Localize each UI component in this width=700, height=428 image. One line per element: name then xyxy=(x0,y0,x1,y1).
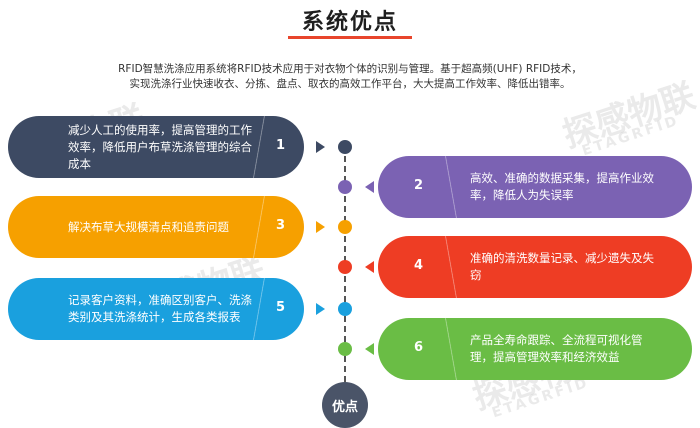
advantages-hub: 优点 xyxy=(322,382,368,428)
timeline-dot xyxy=(338,342,352,356)
timeline-dot xyxy=(338,140,352,154)
arrow-icon xyxy=(316,221,325,233)
advantage-number: 6 xyxy=(414,340,424,355)
advantage-number: 2 xyxy=(414,178,424,193)
timeline-dot xyxy=(338,220,352,234)
intro-line-2: 实现洗涤行业快速收衣、分拣、盘点、取衣的高效工作平台，大大提高工作效率、降低出错… xyxy=(129,78,571,90)
timeline-dot xyxy=(338,180,352,194)
advantage-card-2: 高效、准确的数据采集，提高作业效率，降低人为失误率 2 xyxy=(378,156,692,218)
intro-text: RFID智慧洗涤应用系统将RFID技术应用于对衣物个体的识别与管理。基于超高频(… xyxy=(60,62,640,92)
arrow-icon xyxy=(365,181,374,193)
page-title: 系统优点 xyxy=(301,10,398,35)
timeline-dot xyxy=(338,260,352,274)
title-underline xyxy=(288,36,412,39)
advantage-card-1: 减少人工的使用率，提高管理的工作效率，降低用户布草洗涤管理的综合成本 1 xyxy=(8,116,304,178)
card-divider xyxy=(248,116,272,178)
card-divider xyxy=(440,236,464,298)
watermark-text: ETAGRFID xyxy=(580,112,682,160)
advantage-number: 3 xyxy=(276,218,286,233)
intro-line-1: RFID智慧洗涤应用系统将RFID技术应用于对衣物个体的识别与管理。基于超高频(… xyxy=(118,63,582,75)
advantage-text: 准确的清洗数量记录、减少遗失及失窃 xyxy=(470,251,654,282)
advantage-text: 减少人工的使用率，提高管理的工作效率，降低用户布草洗涤管理的综合成本 xyxy=(68,122,252,171)
advantage-card-6: 产品全寿命跟踪、全流程可视化管理，提高管理效率和经济效益 6 xyxy=(378,318,692,380)
watermark-text: ETAGRFID xyxy=(490,374,592,422)
arrow-icon xyxy=(365,343,374,355)
advantage-card-5: 记录客户资料，准确区别客户、洗涤类别及其洗涤统计，生成各类报表 5 xyxy=(8,278,304,340)
advantage-text: 产品全寿命跟踪、全流程可视化管理，提高管理效率和经济效益 xyxy=(470,333,643,364)
advantage-card-3: 解决布草大规模清点和追责问题 3 xyxy=(8,196,304,258)
advantage-text: 解决布草大规模清点和追责问题 xyxy=(68,219,229,234)
arrow-icon xyxy=(316,303,325,315)
advantage-number: 5 xyxy=(276,300,286,315)
timeline-dot xyxy=(338,302,352,316)
card-divider xyxy=(248,196,272,258)
card-divider xyxy=(440,318,464,380)
advantage-number: 4 xyxy=(414,258,424,273)
advantage-number: 1 xyxy=(276,138,286,153)
advantage-text: 高效、准确的数据采集，提高作业效率，降低人为失误率 xyxy=(470,171,654,202)
arrow-icon xyxy=(365,261,374,273)
arrow-icon xyxy=(316,141,325,153)
card-divider xyxy=(440,156,464,218)
advantage-text: 记录客户资料，准确区别客户、洗涤类别及其洗涤统计，生成各类报表 xyxy=(68,293,252,324)
card-divider xyxy=(248,278,272,340)
advantage-card-4: 准确的清洗数量记录、减少遗失及失窃 4 xyxy=(378,236,692,298)
